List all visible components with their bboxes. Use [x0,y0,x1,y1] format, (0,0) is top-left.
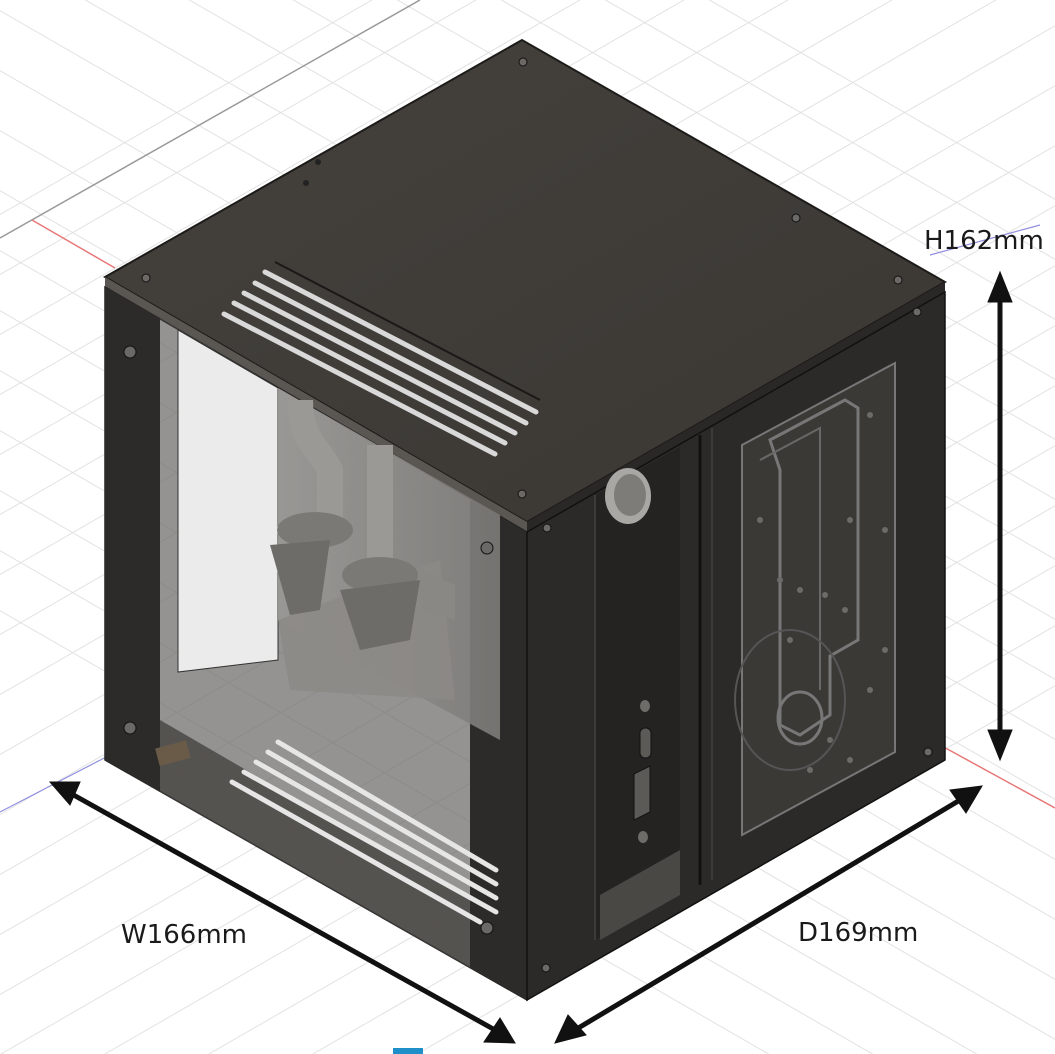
acrylic-window [734,361,896,837]
usb-a-port[interactable] [633,765,651,821]
pc-case [102,38,948,1002]
screw-icon [638,831,648,843]
bottom-vents [229,739,499,925]
tube-fittings [270,399,455,650]
screws [123,57,933,973]
height-label: H162mm [924,226,1044,256]
viewcube-edge [393,1048,423,1054]
arrow-head-left-icon [554,1014,587,1044]
arrow-head-down-icon [987,729,1013,762]
io-ports [633,700,652,843]
top-vents [221,269,539,457]
arrow-head-left-icon [48,781,81,806]
width-label: W166mm [121,920,247,950]
arrow-head-up-icon [987,270,1013,303]
arrow-head-right-icon [949,785,983,814]
power-button[interactable] [605,468,651,524]
width-dimension-line [68,790,497,1033]
front-glass-window [177,329,279,673]
usb-c-port[interactable] [639,727,652,759]
screw-icon [640,700,650,712]
y-axis-line [929,224,1041,256]
depth-label: D169mm [798,918,919,948]
dimension-arrows [48,270,1013,1044]
arrow-head-right-icon [483,1017,516,1044]
x-axis-line [31,219,116,269]
depth-dimension-line [573,797,962,1033]
